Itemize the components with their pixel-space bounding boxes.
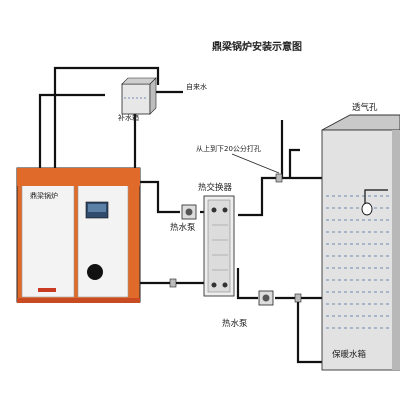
boiler-port xyxy=(87,264,103,280)
boiler-brand-label: 鼎梁锅炉 xyxy=(30,191,58,200)
vent-hole-label: 透气孔 xyxy=(352,102,378,113)
drill-note-label: 从上到下20公分打孔 xyxy=(196,144,261,153)
insulated-tank xyxy=(321,114,400,371)
boiler-right-panel xyxy=(77,174,129,298)
pipe-network xyxy=(38,66,340,364)
heat-exchanger xyxy=(203,195,235,297)
tap-water-label: 自来水 xyxy=(186,82,207,91)
makeup-tank-label: 补水箱 xyxy=(118,113,139,122)
upper-pump xyxy=(181,204,197,220)
makeup-tank xyxy=(121,77,157,115)
boiler-stripe xyxy=(38,288,56,292)
lower-pump xyxy=(258,290,274,306)
boiler-base xyxy=(17,298,140,303)
valve-tank xyxy=(294,293,302,303)
control-display xyxy=(88,204,106,212)
heat-exchanger-label: 热交换器 xyxy=(198,182,233,193)
water-level-lines xyxy=(326,195,392,329)
boiler-top-band xyxy=(17,168,140,186)
insulated-tank-label: 保暖水箱 xyxy=(332,349,367,360)
diagram-title: 鼎梁锅炉安装示意图 xyxy=(212,40,302,53)
boiler-left-panel xyxy=(21,174,75,298)
float-ball xyxy=(361,202,373,216)
drill-note-leader xyxy=(231,153,280,174)
valve-top xyxy=(275,173,283,183)
boiler: 鼎梁锅炉 xyxy=(16,167,141,303)
upper-pump-label: 热水泵 xyxy=(170,222,196,233)
lower-pump-label: 热水泵 xyxy=(222,318,248,329)
valve-bottom xyxy=(169,278,177,288)
